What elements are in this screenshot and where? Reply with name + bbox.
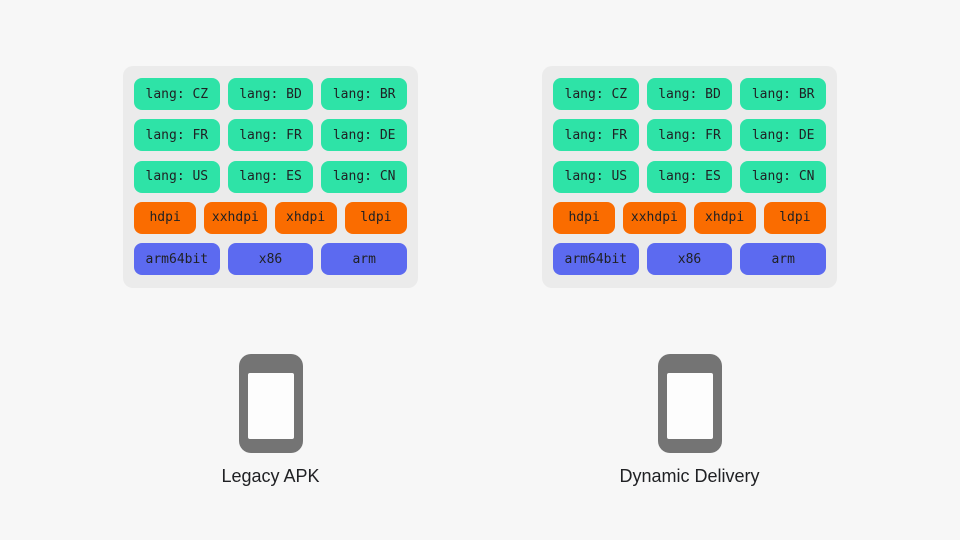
- chip-arm: arm: [740, 243, 827, 275]
- chip-lang-cz: lang: CZ: [134, 78, 220, 110]
- chip-ldpi: ldpi: [344, 201, 407, 234]
- chip-lang-de: lang: DE: [321, 119, 408, 152]
- phone-icon: [657, 354, 722, 453]
- phone-screen: [666, 373, 713, 439]
- chip-lang-es: lang: ES: [227, 160, 314, 193]
- chip-lang-cn: lang: CN: [740, 160, 827, 193]
- chip-x86: x86: [227, 243, 314, 275]
- chip-lang-bd: lang: BD: [646, 78, 733, 110]
- chip-lang-br: lang: BR: [740, 78, 827, 110]
- dynamic-delivery-caption: Dynamic Delivery: [619, 466, 760, 486]
- phone-icon: [238, 354, 303, 453]
- phone-screen: [247, 373, 294, 439]
- chip-lang-fr: lang: FR: [134, 119, 220, 152]
- chip-lang-es: lang: ES: [646, 160, 733, 193]
- chip-lang-br: lang: BR: [321, 78, 408, 110]
- chip-lang-cz: lang: CZ: [553, 78, 639, 110]
- chip-xhdpi: xhdpi: [274, 201, 337, 234]
- chip-lang-fr: lang: FR: [553, 119, 639, 152]
- chip-arm: arm: [321, 243, 408, 275]
- chip-x86: x86: [646, 243, 733, 275]
- chip-xxhdpi: xxhdpi: [204, 201, 267, 234]
- chip-hdpi: hdpi: [134, 201, 197, 234]
- chip-ldpi: ldpi: [763, 201, 826, 234]
- chip-arm64bit: arm64bit: [134, 243, 220, 275]
- legacy-apk-caption: Legacy APK: [221, 466, 320, 486]
- chip-lang-cn: lang: CN: [321, 160, 408, 193]
- chip-lang-bd: lang: BD: [227, 78, 314, 110]
- chip-xxhdpi: xxhdpi: [623, 201, 686, 234]
- chip-arm64bit: arm64bit: [553, 243, 639, 275]
- chip-lang-de: lang: DE: [740, 119, 827, 152]
- chip-lang-us: lang: US: [553, 160, 639, 193]
- chip-lang-fr: lang: FR: [646, 119, 733, 152]
- chip-lang-us: lang: US: [134, 160, 220, 193]
- chip-xhdpi: xhdpi: [693, 201, 756, 234]
- chip-lang-fr: lang: FR: [227, 119, 314, 152]
- chip-hdpi: hdpi: [553, 201, 616, 234]
